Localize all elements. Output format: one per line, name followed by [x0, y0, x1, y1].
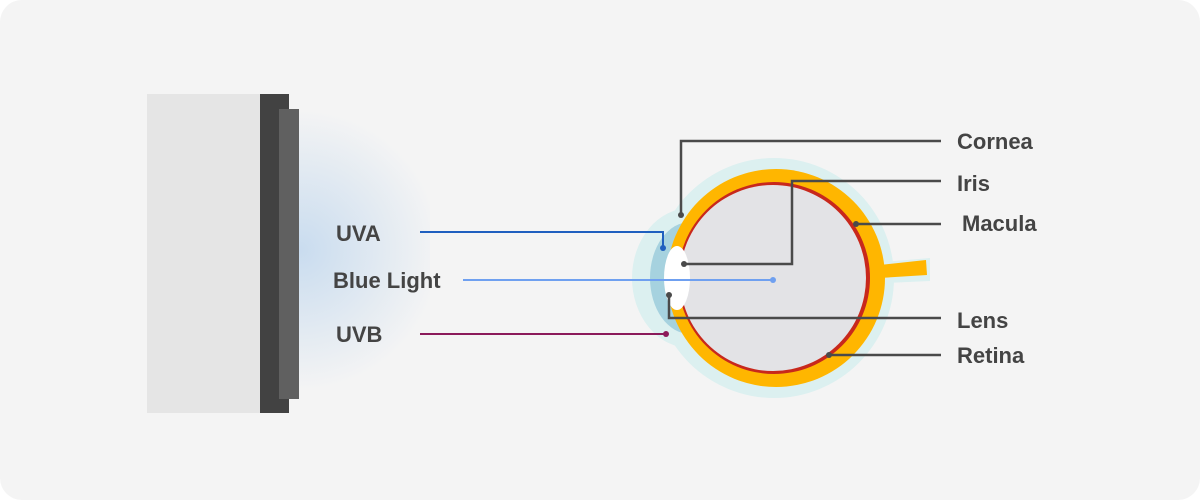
uva-line	[420, 231, 664, 248]
uva-label: UVA	[336, 221, 381, 246]
iris-leader	[684, 179, 941, 266]
lens-leader	[667, 295, 941, 320]
macula-dot	[853, 221, 859, 227]
light-emission-cone	[299, 77, 430, 423]
screen-body	[147, 94, 261, 413]
cornea-label: Cornea	[957, 129, 1034, 154]
blue-light-label: Blue Light	[333, 268, 441, 293]
uvb-ray: UVB	[336, 322, 669, 347]
screen-device	[147, 77, 430, 423]
retina-label: Retina	[957, 343, 1025, 368]
lens-dot	[666, 292, 672, 298]
uvb-label: UVB	[336, 322, 382, 347]
iris-label: Iris	[957, 171, 990, 196]
uva-ray: UVA	[336, 221, 666, 251]
uvb-dot	[663, 331, 669, 337]
cornea-dot	[678, 212, 684, 218]
cornea-leader	[679, 139, 941, 215]
blue-light-ray: Blue Light	[333, 268, 776, 293]
macula-label: Macula	[962, 211, 1037, 236]
optic-nerve	[880, 260, 927, 278]
lens-label: Lens	[957, 308, 1008, 333]
blue-light-dot	[770, 277, 776, 283]
leader-lines	[667, 139, 941, 357]
iris-dot	[681, 261, 687, 267]
retina-dot	[826, 352, 832, 358]
uva-dot	[660, 245, 666, 251]
screen-panel	[279, 109, 299, 399]
